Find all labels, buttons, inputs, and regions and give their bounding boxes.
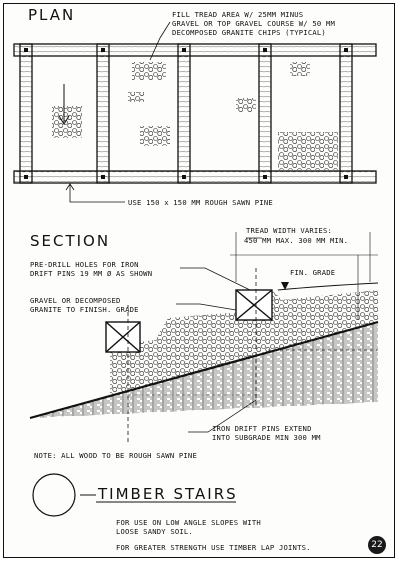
gravel-note-2: GRANITE TO FINISH. GRADE: [30, 305, 139, 314]
gravel-patch: [52, 106, 82, 138]
section-title: SECTION: [30, 232, 111, 250]
section-view: [29, 232, 379, 445]
plan-bottom-timber: [13, 170, 377, 184]
gravel-patch: [140, 126, 170, 146]
plan-title: PLAN: [28, 6, 76, 24]
plan-cross-timber: [96, 43, 110, 184]
page-frame: [3, 3, 395, 558]
timber-note: USE 150 x 150 MM ROUGH SAWN PINE: [128, 198, 273, 207]
fill-note-1: FILL TREAD AREA W/ 25MM MINUS: [172, 10, 304, 19]
wood-note: NOTE: ALL WOOD TO BE ROUGH SAWN PINE: [34, 451, 197, 460]
gravel-patch: [132, 62, 166, 80]
plan-cross-timber: [339, 43, 353, 184]
gravel-patch: [278, 132, 338, 170]
drill-note-1: PRE-DRILL HOLES FOR IRON: [30, 260, 139, 269]
tread-note-1: TREAD WIDTH VARIES:: [246, 226, 333, 235]
fin-grade-marker: [281, 282, 289, 290]
gravel-note-1: GRAVEL OR DECOMPOSED: [30, 296, 121, 305]
fin-grade-label: FIN. GRADE: [290, 268, 336, 277]
footer-title: TIMBER STAIRS: [98, 485, 238, 503]
plan-top-timber: [13, 43, 377, 57]
fill-note-3: DECOMPOSED GRANITE CHIPS (TYPICAL): [172, 28, 326, 37]
page-number-badge: 22: [368, 536, 386, 554]
gravel-patch: [290, 62, 310, 76]
gravel-patch: [236, 98, 256, 112]
gravel-patch: [128, 92, 144, 102]
plan-cross-timber: [258, 43, 272, 184]
fill-note-2: GRAVEL OR TOP GRAVEL COURSE W/ 50 MM: [172, 19, 335, 28]
footer-line-1b: LOOSE SANDY SOIL.: [116, 527, 193, 536]
direction-arrow: [58, 84, 70, 125]
plan-cross-timber: [177, 43, 191, 184]
footer-line-2: FOR GREATER STRENGTH USE TIMBER LAP JOIN…: [116, 543, 311, 552]
plan-view: [13, 21, 377, 203]
footer-line-1a: FOR USE ON LOW ANGLE SLOPES WITH: [116, 518, 261, 527]
tread-note-2: 450 MM MAX. 300 MM MIN.: [244, 236, 349, 245]
plan-cross-timber: [19, 43, 33, 184]
drift-note-2: INTO SUBGRADE MIN 300 MM: [212, 433, 321, 442]
title-circle: [32, 473, 76, 517]
drift-note-1: IRON DRIFT PINS EXTEND: [212, 424, 312, 433]
drill-note-2: DRIFT PINS 19 MM Ø AS SHOWN: [30, 269, 153, 278]
gravel-fill: [30, 290, 378, 418]
